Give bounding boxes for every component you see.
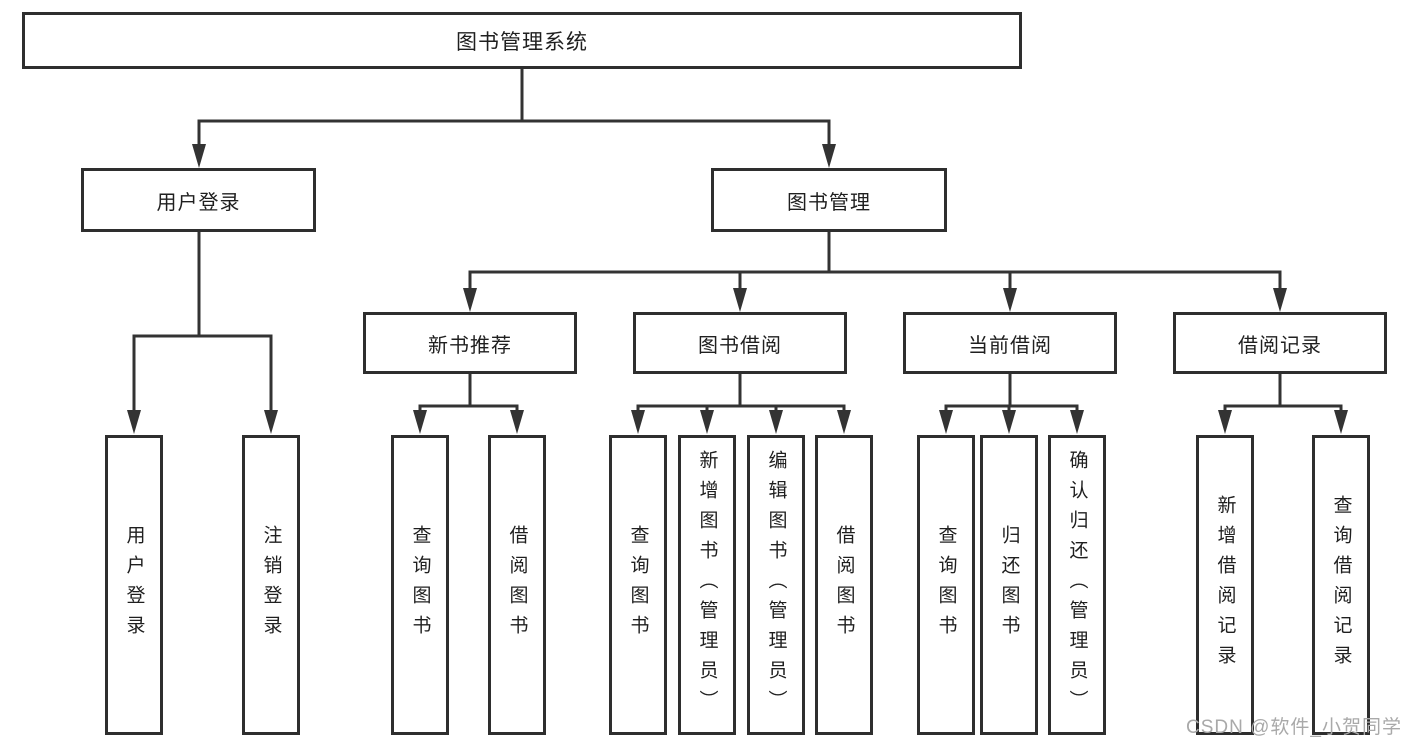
node-borrowing-records: 借阅记录: [1173, 312, 1387, 374]
node-label: 新书推荐: [428, 334, 512, 357]
node-query-borrow-record: 查询借阅记录: [1312, 435, 1370, 735]
node-query-books-3: 查询图书: [917, 435, 975, 735]
node-label: 当前借阅: [968, 334, 1052, 357]
node-label: 用户登录: [156, 191, 241, 214]
node-label: 注销登录: [260, 525, 282, 645]
node-new-book-recommend: 新书推荐: [363, 312, 577, 374]
node-label: 查询图书: [935, 525, 957, 645]
node-label: 归还图书: [998, 525, 1020, 645]
node-label: 用户登录: [123, 525, 145, 645]
node-borrow-books-1: 借阅图书: [488, 435, 546, 735]
node-query-books-2: 查询图书: [609, 435, 667, 735]
node-label: 查询图书: [627, 525, 649, 645]
node-label: 图书借阅: [698, 334, 782, 357]
node-label: 查询图书: [409, 525, 431, 645]
csdn-watermark: CSDN @软件_小贺同学: [1186, 717, 1402, 738]
node-label: 图书管理系统: [456, 30, 588, 54]
node-query-books-1: 查询图书: [391, 435, 449, 735]
node-current-borrowing: 当前借阅: [903, 312, 1117, 374]
node-user-login-leaf: 用户登录: [105, 435, 163, 735]
connector-lines: [132, 69, 1343, 412]
node-book-borrowing: 图书借阅: [633, 312, 847, 374]
node-book-management: 图书管理: [711, 168, 947, 232]
node-library-management-system: 图书管理系统: [22, 12, 1022, 69]
arrowheads: [127, 144, 1348, 434]
node-label: 图书管理: [787, 191, 871, 214]
node-label: 借阅记录: [1238, 334, 1322, 357]
node-return-books: 归还图书: [980, 435, 1038, 735]
node-label: 借阅图书: [833, 525, 855, 645]
node-label: 新增图书（管理员）: [696, 450, 718, 720]
node-new-borrow-record: 新增借阅记录: [1196, 435, 1254, 735]
node-label: 新增借阅记录: [1214, 495, 1236, 675]
node-confirm-return-admin: 确认归还（管理员）: [1048, 435, 1106, 735]
node-label: 确认归还（管理员）: [1066, 450, 1088, 720]
node-add-book-admin: 新增图书（管理员）: [678, 435, 736, 735]
node-label: 借阅图书: [506, 525, 528, 645]
node-user-login: 用户登录: [81, 168, 316, 232]
node-label: 查询借阅记录: [1330, 495, 1352, 675]
node-logout: 注销登录: [242, 435, 300, 735]
node-label: 编辑图书（管理员）: [765, 450, 787, 720]
node-borrow-books-2: 借阅图书: [815, 435, 873, 735]
node-edit-book-admin: 编辑图书（管理员）: [747, 435, 805, 735]
